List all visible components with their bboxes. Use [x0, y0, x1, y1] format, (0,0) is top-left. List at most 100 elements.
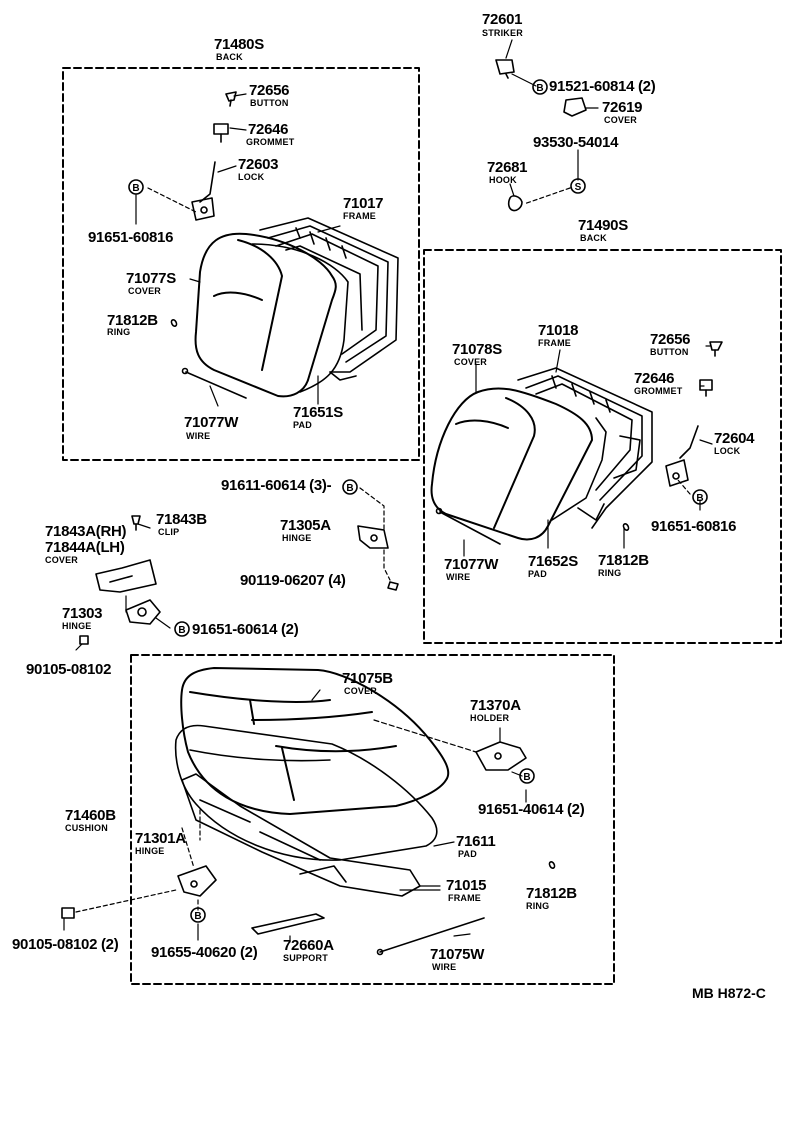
- cushion-ring-drawing: [548, 861, 556, 869]
- part-name-pad-cushion: PAD: [458, 849, 477, 859]
- part-name-grommet-right: GROMMET: [634, 386, 683, 396]
- part-number-cover-rh: 71843A(RH): [45, 523, 127, 540]
- part-name-cover-left: COVER: [128, 286, 162, 296]
- part-number-bolt-bottom: 91655-40620 (2): [151, 944, 258, 961]
- part-name-frame-cushion: FRAME: [448, 893, 481, 903]
- part-number-bolt-hinge-top: 91611-60614 (3)-: [221, 477, 332, 494]
- part-name-hook: HOOK: [489, 175, 517, 185]
- part-number-button-right: 72656: [650, 331, 691, 348]
- bolt-symbol-hinge-mid: B: [174, 621, 190, 637]
- part-number-cover-right: 71078S: [452, 341, 502, 358]
- cover-72619-drawing: [563, 97, 587, 117]
- hinge-71303-drawing: [125, 599, 161, 625]
- support-drawing: [251, 913, 325, 935]
- part-name-cover-cushion: COVER: [344, 686, 378, 696]
- part-number-support: 72660A: [283, 937, 334, 954]
- cushion-wire-drawing: [376, 917, 485, 956]
- clip-drawing: [131, 515, 141, 531]
- part-name-hinge-71301a: HINGE: [135, 846, 165, 856]
- group-part-cushion: 71460B: [65, 807, 116, 824]
- screw-symbol: S: [570, 178, 586, 194]
- part-number-grommet-left: 72646: [248, 121, 289, 138]
- part-number-striker: 72601: [482, 11, 523, 28]
- part-number-bolt-90119: 90119-06207 (4): [240, 572, 346, 589]
- left-back-cover-drawing: [194, 232, 337, 398]
- part-number-pad-right: 71652S: [528, 553, 578, 570]
- hinge-71301-drawing: [177, 865, 217, 897]
- part-number-bolt-left: 91651-60816: [88, 229, 174, 246]
- right-back-frame-drawing: [517, 367, 653, 529]
- part-number-lock-left: 72603: [238, 156, 279, 173]
- hinge-cover-drawing: [95, 559, 157, 593]
- part-number-holder: 71370A: [470, 697, 521, 714]
- part-number-wire-cushion: 71075W: [430, 946, 485, 963]
- group-name-back-left: BACK: [216, 52, 243, 62]
- part-number-cover-72619: 72619: [602, 99, 643, 116]
- part-name-ring-left: RING: [107, 327, 131, 337]
- part-number-pad-cushion: 71611: [456, 833, 496, 850]
- bolt-symbol-holder: B: [519, 768, 535, 784]
- fastener-symbols: B B S B B B B B: [128, 79, 708, 923]
- part-number-cover-left: 71077S: [126, 270, 176, 287]
- part-name-pad-left: PAD: [293, 420, 312, 430]
- right-back-small-parts: [622, 341, 723, 531]
- leader-lines: [63, 39, 713, 943]
- part-number-bolt-striker: 91521-60814 (2): [549, 78, 656, 95]
- small-bolt-drawings: [79, 581, 399, 645]
- part-name-pad-right: PAD: [528, 569, 547, 579]
- cushion-group-frame: [130, 654, 615, 985]
- left-back-frame-drawing: [259, 217, 399, 381]
- part-name-frame-left: FRAME: [343, 211, 376, 221]
- bolt-symbol-striker: B: [532, 79, 548, 95]
- part-number-screw: 93530-54014: [533, 134, 619, 151]
- part-name-hinge-71305a: HINGE: [282, 533, 312, 543]
- part-number-hinge-71305a: 71305A: [280, 517, 331, 534]
- part-name-frame-right: FRAME: [538, 338, 571, 348]
- part-number-bolt-holder: 91651-40614 (2): [478, 801, 585, 818]
- svg-text:B: B: [194, 911, 201, 922]
- part-number-frame-left: 71017: [343, 195, 384, 212]
- right-back-lock-drawing: [665, 425, 699, 487]
- part-number-clip: 71843B: [156, 511, 207, 528]
- bolt-symbol-bottom: B: [190, 907, 206, 923]
- part-number-wire-left: 71077W: [184, 414, 239, 431]
- part-name-wire-right: WIRE: [446, 572, 471, 582]
- holder-drawing: [475, 741, 527, 771]
- svg-text:B: B: [696, 493, 703, 504]
- part-name-striker: STRIKER: [482, 28, 523, 38]
- svg-text:B: B: [178, 625, 185, 636]
- group-part-back-right: 71490S: [578, 217, 628, 234]
- bolt-symbol-hinge-top: B: [342, 479, 358, 495]
- part-name-cover-right: COVER: [454, 357, 488, 367]
- svg-text:S: S: [575, 182, 582, 193]
- part-number-bolt-right: 91651-60816: [651, 518, 737, 535]
- part-name-clip: CLIP: [158, 527, 180, 537]
- back-right-group-frame: [423, 249, 782, 644]
- part-name-button-left: BUTTON: [250, 98, 289, 108]
- left-back-lock-drawing: [191, 161, 216, 221]
- back-left-group-frame: [62, 67, 420, 461]
- part-number-button-left: 72656: [249, 82, 290, 99]
- part-number-hinge-71301a: 71301A: [135, 830, 186, 847]
- part-number-hook: 72681: [487, 159, 528, 176]
- part-name-support: SUPPORT: [283, 953, 328, 963]
- part-name-wire-cushion: WIRE: [432, 962, 457, 972]
- part-name-wire-left: WIRE: [186, 431, 211, 441]
- part-number-nut-bottom: 90105-08102 (2): [12, 936, 119, 953]
- left-back-small-parts: [170, 91, 237, 327]
- part-name-lock-right: LOCK: [714, 446, 741, 456]
- diagram-code: MB H872-C: [692, 985, 766, 1001]
- svg-text:B: B: [536, 83, 543, 94]
- group-name-cushion: CUSHION: [65, 823, 108, 833]
- striker-drawing: [495, 59, 515, 79]
- part-name-grommet-left: GROMMET: [246, 137, 295, 147]
- svg-text:B: B: [132, 183, 139, 194]
- part-number-ring-cushion: 71812B: [526, 885, 577, 902]
- part-name-ring-cushion: RING: [526, 901, 550, 911]
- part-name-cover-lh: COVER: [45, 555, 79, 565]
- hook-drawing: [507, 195, 523, 212]
- part-number-wire-right: 71077W: [444, 556, 499, 573]
- hinge-71305-drawing: [357, 525, 389, 549]
- part-number-pad-left: 71651S: [293, 404, 343, 421]
